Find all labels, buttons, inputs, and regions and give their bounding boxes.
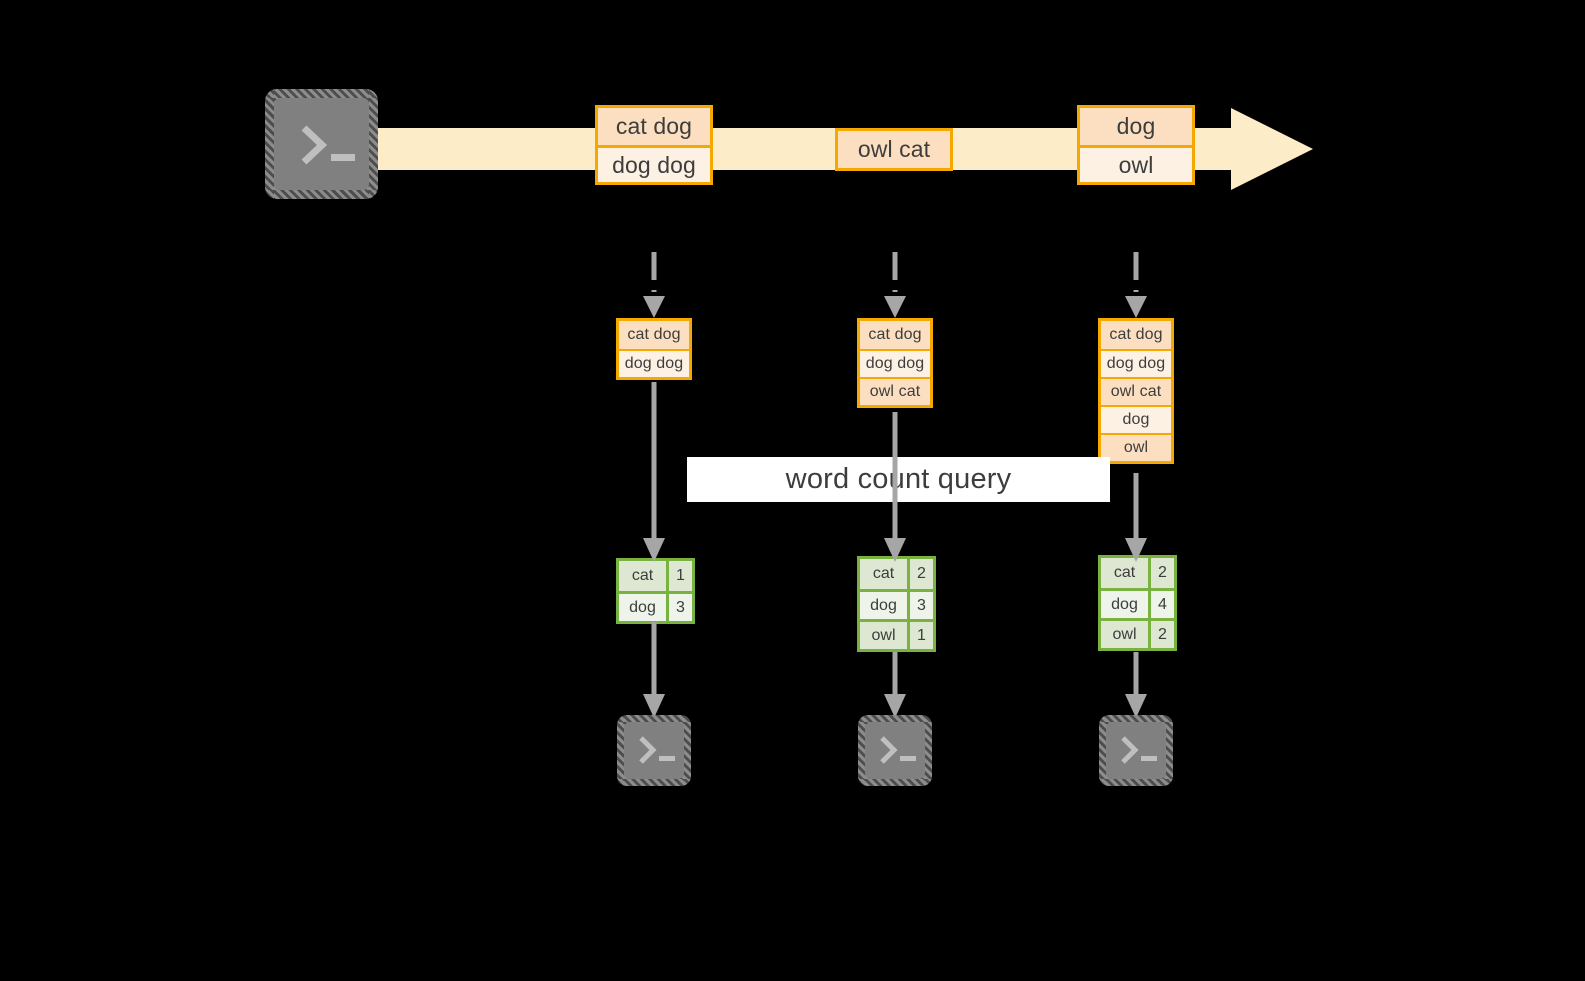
result-count: 4 [1148, 591, 1174, 618]
query-label-text: word count query [785, 463, 1012, 495]
snapshot-2-query-arrow [884, 412, 906, 562]
result-count: 3 [907, 592, 933, 619]
result-row: cat 1 [619, 561, 692, 591]
snapshot-2-input-table[interactable]: cat dog dog dog owl cat [857, 318, 933, 408]
snapshot-3-query-arrow [1125, 473, 1147, 562]
result-count: 1 [666, 561, 692, 591]
stream-event-2-row-1: owl cat [838, 131, 950, 168]
snapshot-3-consumer-terminal-icon[interactable] [1099, 715, 1173, 786]
result-row: cat 2 [1101, 558, 1174, 588]
result-word: dog [1101, 591, 1148, 618]
result-row: owl 2 [1101, 618, 1174, 648]
terminal-prompt-glyph [301, 125, 355, 165]
snapshot-3-output-arrow [1125, 652, 1147, 718]
result-row: dog 3 [860, 589, 933, 619]
result-row: cat 2 [860, 559, 933, 589]
snapshot-3-input-row-4: dog [1101, 405, 1171, 433]
snapshot-2-result-table[interactable]: cat 2 dog 3 owl 1 [857, 556, 936, 652]
snapshot-3-tap-arrow [1125, 252, 1147, 318]
stream-event-1-row-1: cat dog [598, 108, 710, 145]
result-word: cat [860, 559, 907, 589]
stream-event-2[interactable]: owl cat [835, 128, 953, 171]
stream-event-1[interactable]: cat dog dog dog [595, 105, 713, 185]
producer-terminal-icon[interactable] [265, 89, 378, 199]
result-count: 2 [1148, 621, 1174, 648]
terminal-prompt-glyph [880, 736, 916, 764]
result-word: cat [619, 561, 666, 591]
snapshot-2-input-row-3: owl cat [860, 377, 930, 405]
result-row: dog 3 [619, 591, 692, 621]
terminal-prompt-glyph [1121, 736, 1157, 764]
snapshot-1-input-row-2: dog dog [619, 349, 689, 377]
result-word: dog [619, 594, 666, 621]
result-count: 3 [666, 594, 692, 621]
snapshot-2-input-row-2: dog dog [860, 349, 930, 377]
stream-event-3[interactable]: dog owl [1077, 105, 1195, 185]
snapshot-1-query-arrow [643, 382, 665, 562]
snapshot-3-input-row-1: cat dog [1101, 321, 1171, 349]
stream-event-1-row-2: dog dog [598, 145, 710, 182]
result-word: cat [1101, 558, 1148, 588]
query-label: word count query [687, 457, 1110, 502]
stream-event-3-row-1: dog [1080, 108, 1192, 145]
snapshot-1-tap-arrow [643, 252, 665, 318]
snapshot-1-result-table[interactable]: cat 1 dog 3 [616, 558, 695, 624]
snapshot-1-output-arrow [643, 622, 665, 718]
result-word: owl [1101, 621, 1148, 648]
snapshot-2-input-row-1: cat dog [860, 321, 930, 349]
snapshot-2-consumer-terminal-icon[interactable] [858, 715, 932, 786]
snapshot-1-input-table[interactable]: cat dog dog dog [616, 318, 692, 380]
terminal-prompt-glyph [639, 736, 675, 764]
result-word: owl [860, 622, 907, 649]
result-row: dog 4 [1101, 588, 1174, 618]
snapshot-3-input-table[interactable]: cat dog dog dog owl cat dog owl [1098, 318, 1174, 464]
result-count: 2 [907, 559, 933, 589]
result-count: 1 [907, 622, 933, 649]
snapshot-1-consumer-terminal-icon[interactable] [617, 715, 691, 786]
snapshot-2-tap-arrow [884, 252, 906, 318]
result-word: dog [860, 592, 907, 619]
result-count: 2 [1148, 558, 1174, 588]
snapshot-3-input-row-5: owl [1101, 433, 1171, 461]
snapshot-3-input-row-3: owl cat [1101, 377, 1171, 405]
snapshot-3-input-row-2: dog dog [1101, 349, 1171, 377]
snapshot-2-output-arrow [884, 652, 906, 718]
result-row: owl 1 [860, 619, 933, 649]
snapshot-3-result-table[interactable]: cat 2 dog 4 owl 2 [1098, 555, 1177, 651]
snapshot-1-input-row-1: cat dog [619, 321, 689, 349]
stream-event-3-row-2: owl [1080, 145, 1192, 182]
